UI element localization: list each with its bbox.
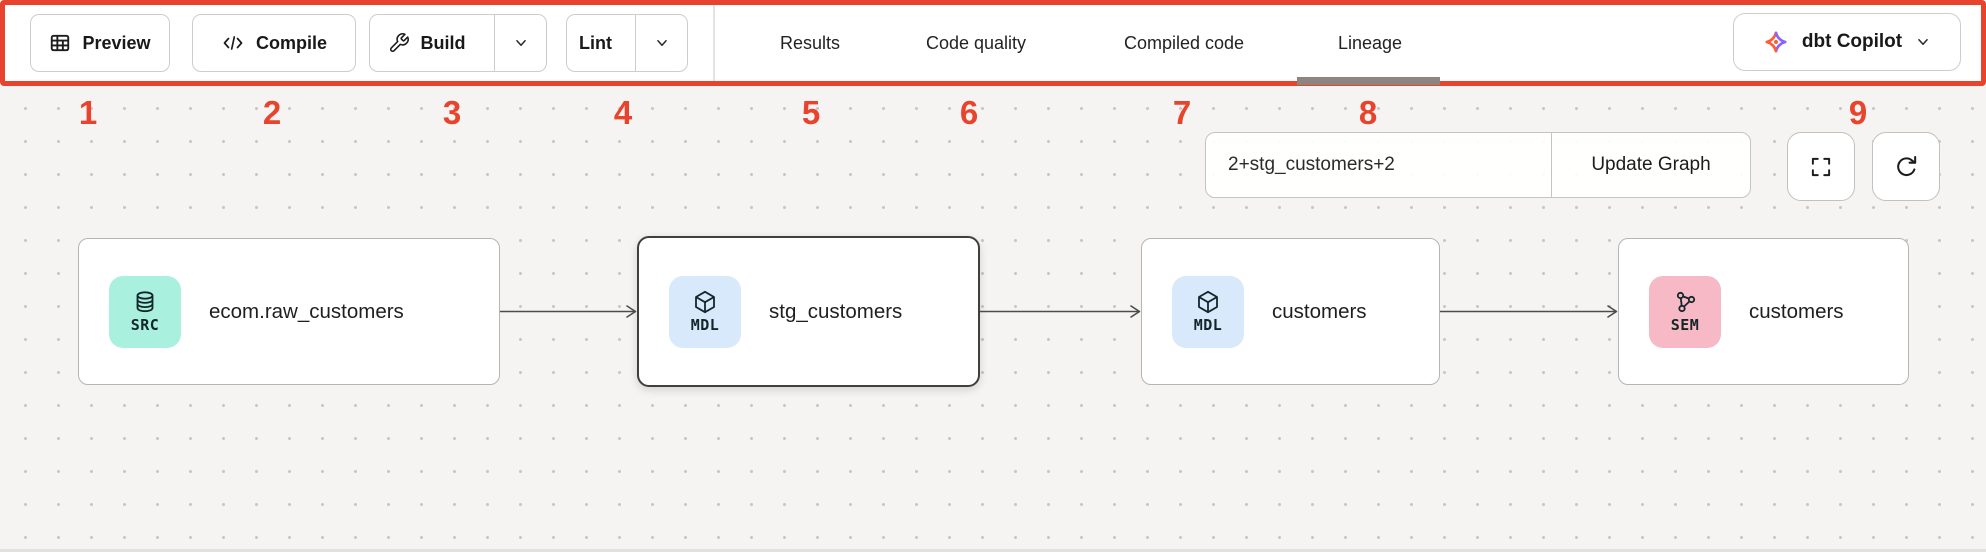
update-graph-button[interactable]: Update Graph <box>1552 133 1750 197</box>
semantic-model-icon <box>1672 289 1698 315</box>
annotation-number-1: 1 <box>78 94 98 131</box>
lint-button[interactable]: Lint <box>567 15 624 71</box>
ide-toolbar: Preview Compile Build <box>0 0 1986 86</box>
annotation-number-6: 6 <box>959 94 979 131</box>
active-tab-indicator <box>1297 77 1440 85</box>
preview-button-label: Preview <box>82 32 151 53</box>
annotation-number-2: 2 <box>262 94 282 131</box>
tab-code-quality[interactable]: Code quality <box>926 0 1026 86</box>
chevron-down-icon <box>653 34 671 52</box>
node-label: customers <box>1272 299 1367 323</box>
tab-lineage[interactable]: Lineage <box>1338 0 1402 86</box>
wrench-icon <box>388 32 410 54</box>
edge-source-to-stg <box>500 303 637 320</box>
annotation-number-3: 3 <box>442 94 462 131</box>
tab-code-quality-label: Code quality <box>925 32 1027 53</box>
tab-compiled-code-label: Compiled code <box>1123 32 1245 53</box>
lineage-selector-group: 2+stg_customers+2 Update Graph <box>1205 132 1751 198</box>
annotation-number-7: 7 <box>1172 94 1192 131</box>
panel-bottom-edge <box>0 549 1986 552</box>
lineage-selector-input[interactable]: 2+stg_customers+2 <box>1206 133 1551 197</box>
edge-stg-to-model <box>980 303 1141 320</box>
edge-model-to-semantic <box>1440 303 1618 320</box>
refresh-icon <box>1893 153 1920 180</box>
selector-divider <box>1550 133 1552 197</box>
refresh-button[interactable] <box>1872 132 1940 201</box>
build-button[interactable]: Build <box>370 15 483 71</box>
lineage-node-source[interactable]: SRC ecom.raw_customers <box>78 238 500 385</box>
node-label: stg_customers <box>769 299 903 323</box>
build-button-label: Build <box>420 32 466 53</box>
node-type-badge: SRC <box>109 275 181 348</box>
lineage-selector-value: 2+stg_customers+2 <box>1228 154 1395 175</box>
node-label: customers <box>1749 299 1844 323</box>
badge-label: MDL <box>690 316 720 334</box>
tab-compiled-code[interactable]: Compiled code <box>1124 0 1244 86</box>
node-type-badge: SEM <box>1649 275 1721 348</box>
node-type-badge: MDL <box>1172 275 1244 348</box>
build-dropdown-toggle[interactable] <box>494 15 546 71</box>
annotation-number-5: 5 <box>801 94 821 131</box>
tab-results[interactable]: Results <box>780 0 840 86</box>
update-graph-label: Update Graph <box>1591 154 1711 175</box>
compile-button-label: Compile <box>255 32 327 53</box>
dbt-logo-icon <box>1762 28 1790 56</box>
badge-label: SRC <box>130 316 160 334</box>
lint-button-label: Lint <box>579 32 612 53</box>
tab-results-label: Results <box>779 32 841 53</box>
database-icon <box>132 289 158 315</box>
annotation-number-9: 9 <box>1848 94 1868 131</box>
lineage-node-stg-customers[interactable]: MDL stg_customers <box>637 236 980 387</box>
annotation-number-4: 4 <box>613 94 633 131</box>
lineage-node-customers-model[interactable]: MDL customers <box>1141 238 1440 385</box>
node-type-badge: MDL <box>669 275 741 348</box>
code-icon <box>221 33 245 53</box>
lint-split-button: Lint <box>566 14 688 72</box>
badge-label: MDL <box>1193 316 1223 334</box>
chevron-down-icon <box>512 34 530 52</box>
fullscreen-button[interactable] <box>1787 132 1855 201</box>
lineage-node-customers-semantic[interactable]: SEM customers <box>1618 238 1909 385</box>
annotation-number-8: 8 <box>1358 94 1378 131</box>
compile-button[interactable]: Compile <box>192 14 356 72</box>
lint-dropdown-toggle[interactable] <box>635 15 687 71</box>
chevron-down-icon <box>1914 33 1932 51</box>
preview-button[interactable]: Preview <box>30 14 170 72</box>
table-icon <box>49 32 71 54</box>
cube-icon <box>692 289 718 315</box>
tab-lineage-label: Lineage <box>1337 32 1403 53</box>
cube-icon <box>1195 289 1221 315</box>
node-label: ecom.raw_customers <box>209 299 404 323</box>
dbt-copilot-label: dbt Copilot <box>1801 31 1903 52</box>
dbt-copilot-button[interactable]: dbt Copilot <box>1733 13 1961 71</box>
badge-label: SEM <box>1670 316 1700 334</box>
toolbar-separator <box>713 4 715 82</box>
build-split-button: Build <box>369 14 547 72</box>
fullscreen-icon <box>1808 154 1834 180</box>
